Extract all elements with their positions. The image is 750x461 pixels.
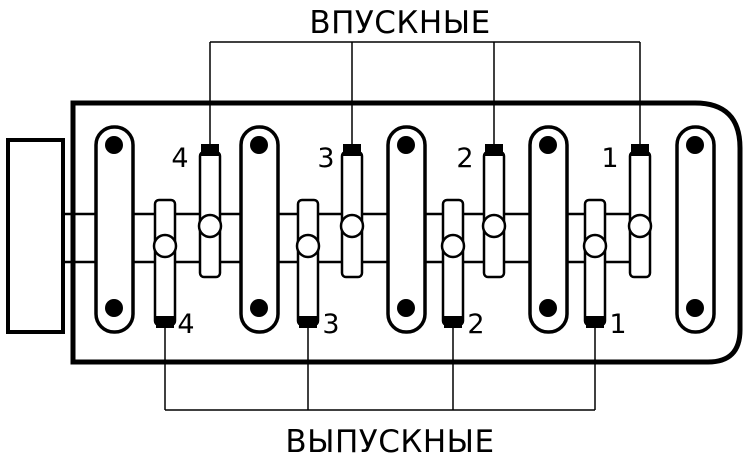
valve-marker: [201, 144, 219, 156]
bolt-icon: [250, 136, 268, 154]
cam-journal: [152, 233, 178, 259]
exhaust-number-2: 2: [467, 309, 484, 340]
intake-label: ВПУСКНЫЕ: [309, 5, 490, 41]
intake-number-4: 4: [171, 143, 188, 174]
bearing-cap-3: [386, 125, 427, 334]
bolt-icon: [105, 136, 123, 154]
exhaust-cam-4: [153, 198, 177, 327]
valve-marker: [156, 316, 174, 328]
exhaust-number-3: 3: [322, 309, 339, 340]
bolt-icon: [539, 136, 557, 154]
bolts: [105, 136, 704, 317]
cam-journal: [440, 233, 466, 259]
bolt-icon: [397, 136, 415, 154]
exhaust-number-1: 1: [609, 309, 626, 340]
cylinder-head-outline: [70, 100, 743, 365]
exhaust-number-4: 4: [177, 309, 194, 340]
cam-journal: [197, 213, 223, 239]
bolt-icon: [686, 299, 704, 317]
cam-journal: [481, 213, 507, 239]
intake-number-3: 3: [317, 143, 334, 174]
intake-leaders: [209, 41, 641, 144]
bolt-icon: [105, 299, 123, 317]
cam-journal: [582, 233, 608, 259]
valve-marker: [299, 316, 317, 328]
valve-marker: [631, 144, 649, 156]
intake-markers: [201, 144, 649, 156]
bearing-cap-1: [94, 125, 135, 334]
intake-cams: [197, 150, 653, 279]
cam-journal: [627, 213, 653, 239]
intake-number-1: 1: [601, 143, 618, 174]
exhaust-cam-2: [441, 198, 465, 327]
bearing-cap-2: [239, 125, 280, 334]
exhaust-cams: [152, 198, 608, 327]
exhaust-leaders: [164, 328, 596, 411]
bearing-cap-5: [675, 125, 716, 334]
intake-number-2: 2: [456, 143, 473, 174]
valve-marker: [485, 144, 503, 156]
valve-marker: [343, 144, 361, 156]
bolt-icon: [539, 299, 557, 317]
left-block: [6, 138, 65, 334]
exhaust-cam-3: [296, 198, 320, 327]
bolt-icon: [686, 136, 704, 154]
valve-marker: [586, 316, 604, 328]
exhaust-cam-1: [583, 198, 607, 327]
valve-marker: [444, 316, 462, 328]
exhaust-markers: [156, 316, 604, 328]
bolt-icon: [250, 299, 268, 317]
bearing-cap-4: [528, 125, 569, 334]
cam-journal: [295, 233, 321, 259]
cam-journal: [339, 213, 365, 239]
bolt-icon: [397, 299, 415, 317]
exhaust-label: ВЫПУСКНЫЕ: [285, 424, 494, 460]
